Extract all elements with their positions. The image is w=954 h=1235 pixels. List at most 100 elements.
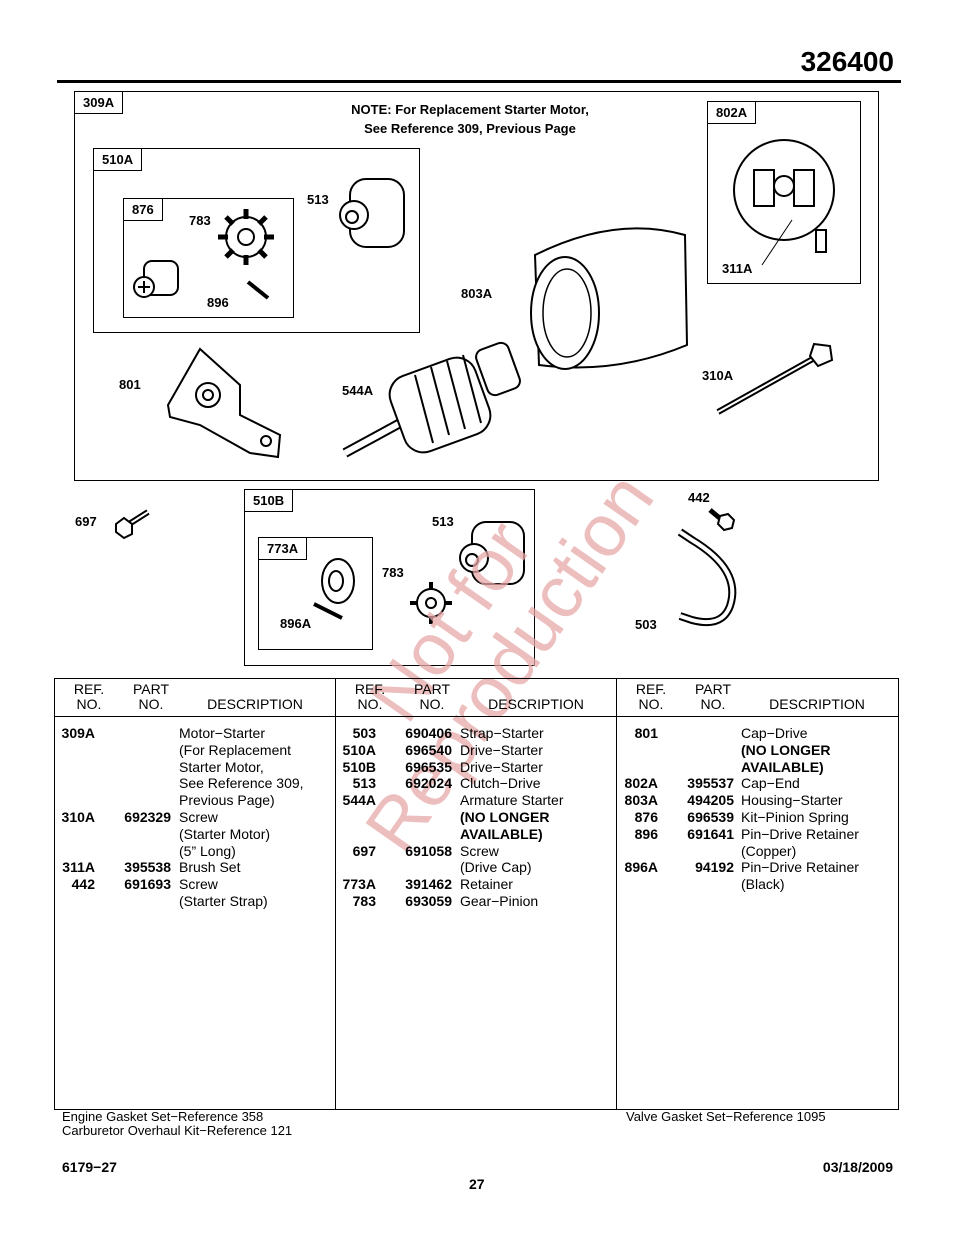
header-part-line-2: NO. <box>138 696 164 712</box>
callout-783: 783 <box>189 213 211 228</box>
group-tag: 510B <box>245 490 294 512</box>
pinion-gear-drawing <box>218 209 274 265</box>
table-row: Previous Page) <box>55 792 335 809</box>
table-row: (For Replacement <box>55 742 335 759</box>
screw-442-drawing <box>708 508 736 532</box>
header-part-line-1: PART <box>132 681 170 697</box>
description: (Black) <box>741 876 785 893</box>
header-description: DESCRIPTION <box>207 696 303 712</box>
ref-no: 896A <box>624 859 658 876</box>
through-bolt-drawing <box>716 342 834 415</box>
table-row: AVAILABLE) <box>617 759 898 776</box>
ref-no: 773A <box>342 876 376 893</box>
header-ref-no: REF.NO. <box>69 682 109 712</box>
ref-no: 309A <box>61 725 95 741</box>
description: Gear−Pinion <box>460 892 539 909</box>
description: Armature Starter <box>460 792 564 809</box>
part-no: 693059 <box>405 892 452 909</box>
description: (Starter Strap) <box>179 892 268 909</box>
part-no: 691693 <box>124 876 171 893</box>
callout-896: 896 <box>207 295 229 310</box>
callout-544A: 544A <box>342 383 374 398</box>
header-ref-line-2: NO. <box>638 696 664 712</box>
callout-513: 513 <box>307 192 329 207</box>
table-row: (NO LONGER <box>336 809 616 826</box>
description: Pin−Drive Retainer <box>741 859 859 876</box>
description: Screw <box>179 876 218 893</box>
drive-cap-drawing <box>166 347 282 459</box>
table-row: (5” Long) <box>55 843 335 860</box>
callout-310A: 310A <box>702 368 734 383</box>
description: Cap−Drive <box>741 725 808 741</box>
description: AVAILABLE) <box>741 758 824 775</box>
header-part-line-2: NO. <box>700 696 726 712</box>
description: Starter Motor, <box>179 758 264 775</box>
model-number: 326400 <box>800 46 894 77</box>
header-rule <box>57 80 901 83</box>
armature-drawing <box>342 341 521 458</box>
description: (Starter Motor) <box>179 825 271 842</box>
screw-697-drawing <box>115 509 150 540</box>
description: (For Replacement <box>179 741 292 758</box>
description: Screw <box>460 842 499 859</box>
ref-no: 783 <box>352 892 376 909</box>
header-ref-no: REF.NO. <box>350 682 390 712</box>
header-ref-line-2: NO. <box>76 696 102 712</box>
callout-801: 801 <box>119 377 141 392</box>
callout-896A: 896A <box>280 616 312 631</box>
description: (Drive Cap) <box>460 859 532 876</box>
group-510B: 510B <box>244 489 535 666</box>
description: Motor−Starter <box>179 725 265 741</box>
ref-no: 510B <box>342 758 376 775</box>
note-line-2: See Reference 309, Previous Page <box>364 121 576 136</box>
group-tag: 802A <box>708 102 757 124</box>
header-ref-line-2: NO. <box>357 696 383 712</box>
starter-strap-drawing <box>677 528 737 627</box>
group-tag: 309A <box>75 92 124 114</box>
description: Cap−End <box>741 775 800 792</box>
description: Drive−Starter <box>460 741 543 758</box>
table-row: 783 693059 Gear−Pinion <box>336 893 616 910</box>
callout-442: 442 <box>688 490 710 505</box>
table-row: (Starter Strap) <box>55 893 335 910</box>
callout-513: 513 <box>432 514 454 529</box>
description: Pin−Drive Retainer <box>741 825 859 842</box>
header-description: DESCRIPTION <box>769 696 865 712</box>
document-number: 6179−27 <box>62 1159 117 1175</box>
table-row: (Drive Cap) <box>336 859 616 876</box>
header-description: DESCRIPTION <box>488 696 584 712</box>
page-number: 27 <box>469 1176 485 1192</box>
group-876: 876 <box>123 198 294 318</box>
table-row: AVAILABLE) <box>336 826 616 843</box>
description: (Copper) <box>741 842 797 859</box>
ref-no: 876 <box>634 808 658 825</box>
part-no: 691641 <box>687 825 734 842</box>
header-ref-line-1: REF. <box>635 681 667 697</box>
table-row: Starter Motor, <box>55 759 335 776</box>
table-row: (Starter Motor) <box>55 826 335 843</box>
description: Kit−Pinion Spring <box>741 808 849 825</box>
end-cap-drawing <box>733 139 835 266</box>
description: Drive−Starter <box>460 758 543 775</box>
description: Clutch−Drive <box>460 775 541 792</box>
header-ref-line-1: REF. <box>354 681 386 697</box>
part-no: 395538 <box>124 859 171 876</box>
description: Strap−Starter <box>460 725 544 741</box>
ref-no: 510A <box>342 741 376 758</box>
